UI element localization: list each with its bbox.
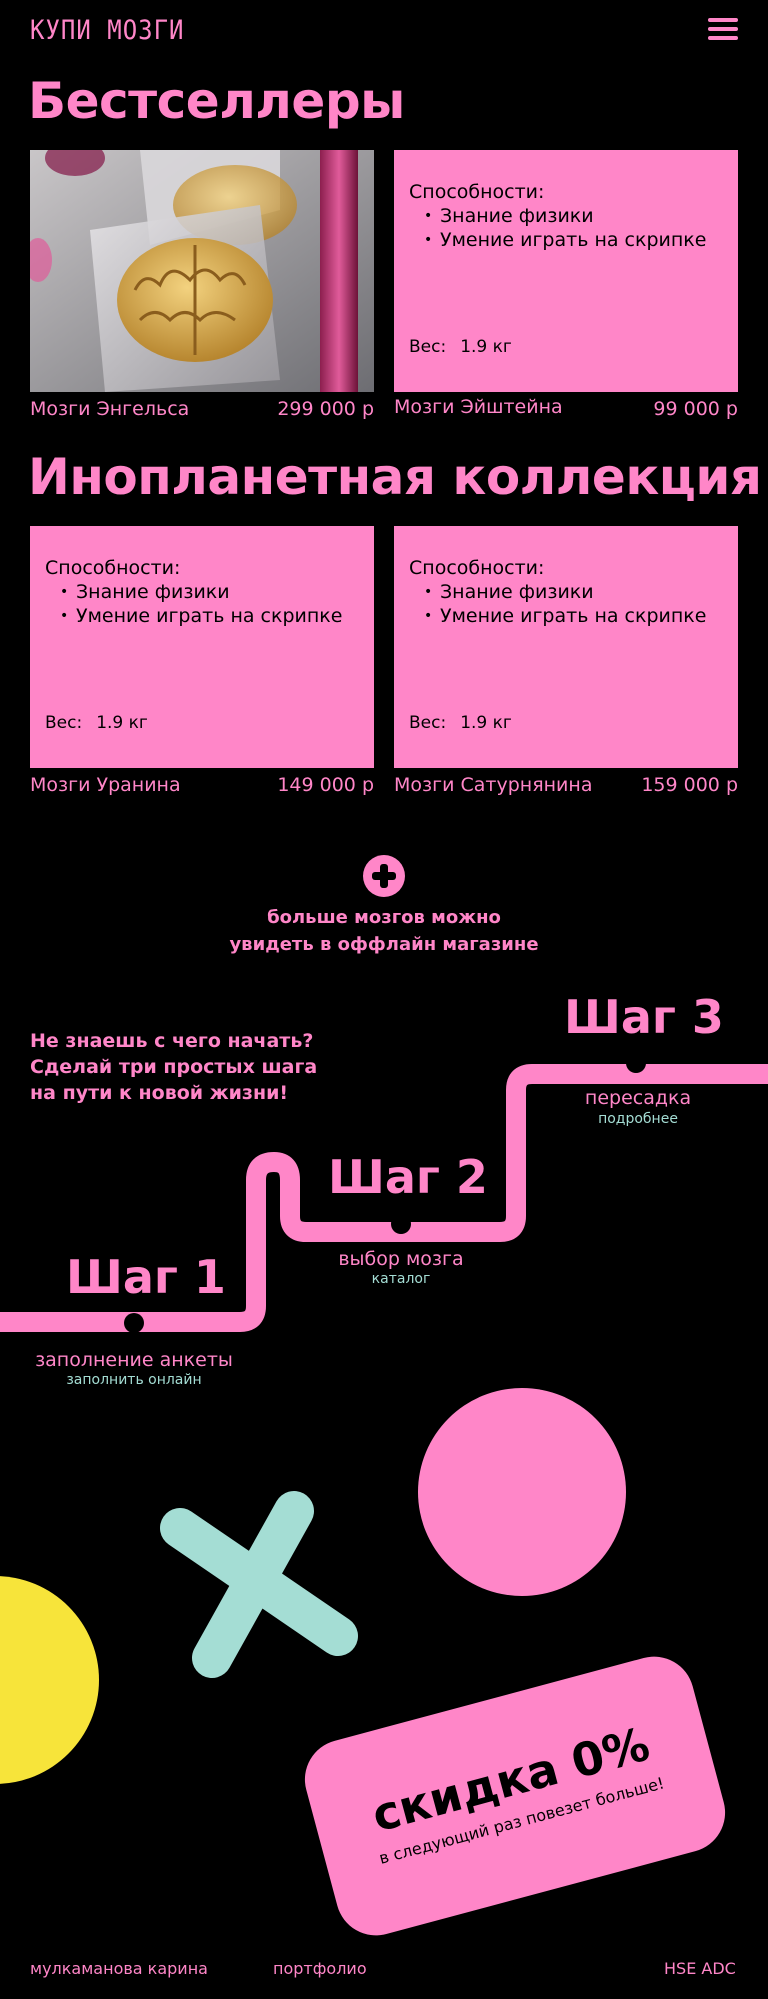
brain-in-cube-image — [30, 150, 374, 392]
ability-item: Знание физики — [424, 580, 706, 604]
abilities-label: Способности: — [409, 181, 545, 203]
intro-line: Сделай три простых шага — [30, 1056, 318, 1078]
abilities-block: Способности: Знание физики Умение играть… — [409, 180, 706, 252]
abilities-list: Знание физики Умение играть на скрипке — [60, 580, 342, 628]
footer-portfolio-link[interactable]: портфолио — [273, 1959, 367, 1978]
weight-value: 1.9 кг — [96, 713, 148, 733]
step-2-label: выбор мозга — [338, 1248, 464, 1270]
offline-store-note: больше мозгов можно увидеть в оффлайн ма… — [184, 904, 584, 958]
weight-row: Вес: 1.9 кг — [409, 713, 512, 733]
ability-item: Знание физики — [60, 580, 342, 604]
step-1-label: заполнение анкеты — [35, 1349, 233, 1371]
steps-intro: Не знаешь с чего начать? Сделай три прос… — [30, 1028, 317, 1106]
weight-label: Вес: — [45, 713, 83, 733]
step-1-link[interactable]: заполнить онлайн — [66, 1372, 202, 1388]
step-marker — [626, 1053, 646, 1073]
weight-value: 1.9 кг — [460, 713, 512, 733]
product-card-uranin[interactable]: Способности: Знание физики Умение играть… — [30, 526, 374, 768]
hamburger-menu-icon[interactable] — [708, 18, 738, 42]
step-marker — [124, 1313, 144, 1333]
abilities-block: Способности: Знание физики Умение играть… — [45, 556, 342, 628]
weight-row: Вес: 1.9 кг — [45, 713, 148, 733]
bestsellers-title: Бестселлеры — [28, 72, 405, 130]
product-name[interactable]: Мозги Энгельса — [30, 398, 190, 420]
step-3-link[interactable]: подробнее — [598, 1111, 678, 1127]
step-2-title: Шаг 2 — [328, 1150, 488, 1204]
site-logo[interactable]: КУПИ МОЗГИ — [30, 14, 185, 46]
weight-label: Вес: — [409, 337, 447, 357]
offline-note-line: увидеть в оффлайн магазине — [229, 934, 539, 955]
step-marker — [391, 1214, 411, 1234]
product-card-einstein[interactable]: Способности: Знание физики Умение играть… — [394, 150, 738, 392]
abilities-block: Способности: Знание физики Умение играть… — [409, 556, 706, 628]
ability-item: Умение играть на скрипке — [424, 228, 706, 252]
alien-collection-title: Инопланетная коллекция — [28, 448, 762, 506]
product-price: 159 000 р — [641, 774, 738, 796]
ability-item: Знание физики — [424, 204, 706, 228]
weight-value: 1.9 кг — [460, 337, 512, 357]
product-price: 299 000 р — [277, 398, 374, 420]
ability-item: Умение играть на скрипке — [60, 604, 342, 628]
pink-circle-shape — [418, 1388, 626, 1596]
ability-item: Умение играть на скрипке — [424, 604, 706, 628]
product-name[interactable]: Мозги Сатурнянина — [394, 774, 593, 796]
abilities-list: Знание физики Умение играть на скрипке — [424, 204, 706, 252]
offline-note-line: больше мозгов можно — [267, 907, 501, 928]
step-1-title: Шаг 1 — [66, 1250, 226, 1304]
decorative-shapes — [0, 1388, 626, 1784]
steps-path — [0, 1053, 768, 1333]
footer-school: HSE ADC — [664, 1959, 736, 1978]
weight-row: Вес: 1.9 кг — [409, 337, 512, 357]
mint-cross-shape — [160, 1491, 358, 1678]
product-name[interactable]: Мозги Уранина — [30, 774, 181, 796]
product-price: 99 000 р — [653, 398, 738, 420]
product-image-engels[interactable] — [30, 150, 374, 392]
abilities-label: Способности: — [45, 557, 181, 579]
abilities-label: Способности: — [409, 557, 545, 579]
abilities-list: Знание физики Умение играть на скрипке — [424, 580, 706, 628]
footer-author: мулкаманова карина — [30, 1959, 208, 1978]
intro-line: на пути к новой жизни! — [30, 1082, 289, 1104]
product-price: 149 000 р — [277, 774, 374, 796]
intro-line: Не знаешь с чего начать? — [30, 1030, 314, 1052]
yellow-circle-shape — [0, 1576, 99, 1784]
step-2-link[interactable]: каталог — [371, 1271, 431, 1287]
step-3-title: Шаг 3 — [564, 990, 724, 1044]
step-3-label: пересадка — [584, 1087, 692, 1109]
product-card-saturnian[interactable]: Способности: Знание физики Умение играть… — [394, 526, 738, 768]
weight-label: Вес: — [409, 713, 447, 733]
plus-circle-icon[interactable] — [363, 855, 405, 897]
product-name[interactable]: Мозги Эйштейна — [394, 396, 563, 418]
